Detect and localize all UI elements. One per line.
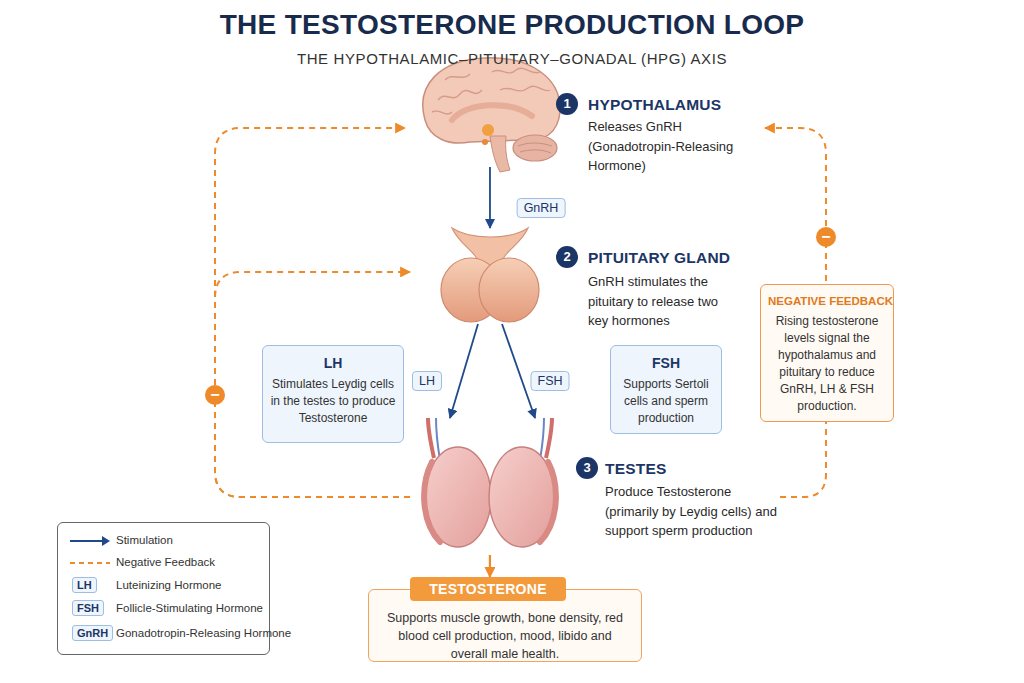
legend-text: Follicle-Stimulating Hormone — [116, 602, 263, 614]
posterior-lobe — [479, 258, 539, 322]
legend-text: Negative Feedback — [116, 556, 215, 568]
legend-line — [70, 540, 104, 542]
pituitary-illustration — [441, 228, 539, 322]
hormone-box: LH Stimulates Leydig cells in the testes … — [262, 345, 404, 443]
testes-node: TESTES Produce Testosterone (primarily by… — [410, 418, 780, 555]
legend-row: FSH Follicle-Stimulating Hormone — [58, 599, 269, 619]
callout-number: 2 — [556, 246, 578, 268]
diagram-subtitle: THE HYPOTHALAMIC–PITUITARY–GONADAL (HPG)… — [0, 50, 1024, 67]
hormone-tag: LH — [412, 371, 442, 391]
stimulation-connector — [450, 324, 478, 418]
legend-row: GnRHGonadotropin-Releasing Hormone — [58, 624, 269, 644]
legend-row: Negative Feedback — [58, 553, 269, 573]
box-body: Supports Sertoli cells and sperm product… — [617, 376, 715, 427]
legend-tag: GnRH — [72, 625, 113, 641]
legend-line — [70, 562, 110, 564]
legend-text: Stimulation — [116, 534, 173, 546]
box-body: Stimulates Leydig cells in the testes to… — [269, 376, 397, 427]
feedback-sign: − — [205, 385, 225, 405]
stimulation-connector — [502, 324, 535, 418]
node-heading: HYPOTHALAMUS — [588, 96, 721, 114]
result-body: Supports muscle growth, bone density, re… — [380, 609, 630, 663]
hormone-box: FSH Supports Sertoli cells and sperm prod… — [610, 345, 722, 434]
stimulation-connector — [489, 555, 491, 577]
brainstem — [490, 136, 510, 172]
corpus-callosum — [452, 105, 532, 120]
testes-illustration — [424, 418, 556, 547]
callout-number: 3 — [576, 457, 598, 479]
hormone-tag: FSH — [531, 371, 570, 391]
pituitary-spot — [482, 139, 488, 145]
box-heading: NEGATIVE FEEDBACK — [768, 295, 886, 307]
legend-row: LH Luteinizing Hormone — [58, 576, 269, 596]
cerebellum — [513, 135, 557, 161]
feedback-connector — [215, 128, 410, 497]
legend-arrowhead — [102, 536, 110, 546]
stimulation-connector — [489, 167, 491, 228]
legend-text: Luteinizing Hormone — [116, 579, 221, 591]
feedback-sign: − — [816, 227, 836, 247]
feedback-sample — [68, 553, 112, 573]
result-heading: TESTOSTERONE — [410, 577, 566, 601]
legend-tag: LH — [72, 577, 97, 593]
cerebellum-folds — [518, 143, 552, 153]
legend-tag: FSH — [72, 600, 104, 616]
legend-text: Gonadotropin-Releasing Hormone — [116, 627, 291, 639]
result-box: TESTOSTERONE Supports muscle growth, bone… — [368, 577, 642, 662]
cerebrum — [423, 58, 560, 143]
box-body: Rising testosterone levels signal the hy… — [768, 313, 886, 415]
node-body: Releases GnRH (Gonadotropin-Releasing Ho… — [588, 117, 758, 176]
brain-illustration — [423, 58, 560, 172]
feedback-connector — [215, 272, 410, 497]
diagram-title: THE TESTOSTERONE PRODUCTION LOOP — [0, 9, 1024, 41]
pituitary-node: PITUITARY GLANDGnRH stimulates the pitui… — [410, 228, 730, 324]
legend-row: Stimulation — [58, 531, 269, 551]
hypothalamus-spot — [482, 124, 494, 136]
callout-number: 1 — [556, 93, 578, 115]
box-heading: LH — [269, 355, 397, 371]
node-body: Produce Testosterone (primarily by Leydi… — [605, 482, 783, 541]
node-heading: PITUITARY GLAND — [588, 249, 730, 267]
node-heading: TESTES — [605, 460, 667, 478]
node-body: GnRH stimulates the pituitary to release… — [588, 272, 733, 331]
hormone-tag: GnRH — [517, 198, 566, 218]
feedback-box: NEGATIVE FEEDBACK Rising testosterone lev… — [760, 284, 894, 422]
epididymis — [424, 462, 556, 542]
hypothalamus-node: HYPOTHALAMUSReleases GnRH (Gonadotropin-… — [405, 55, 765, 167]
stimulation-sample — [68, 531, 112, 551]
legend-box: StimulationNegative FeedbackLH Luteinizin… — [57, 522, 270, 655]
box-heading: FSH — [617, 355, 715, 371]
